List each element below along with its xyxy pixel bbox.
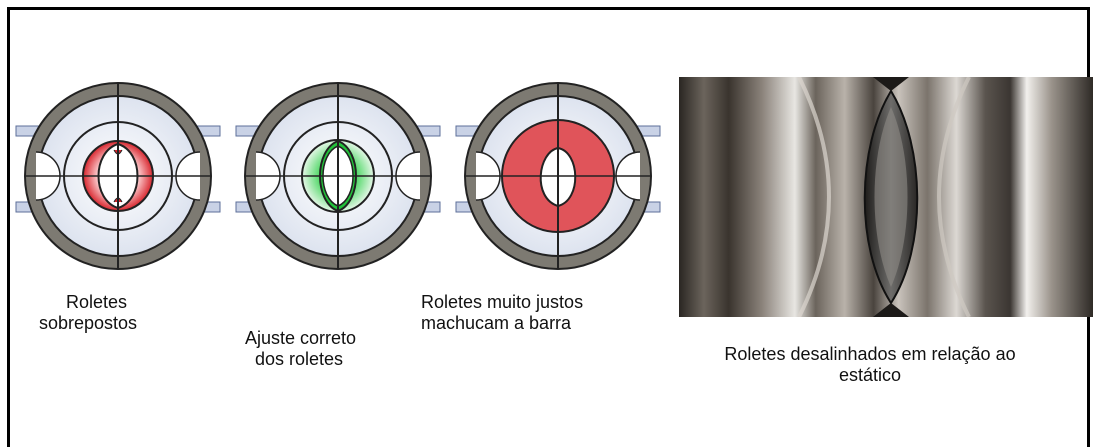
caption-overlapping-line2: sobrepostos: [39, 313, 138, 333]
misaligned-rollers-photo: [679, 77, 1093, 317]
too-tight-rollers-diagram: [455, 82, 661, 270]
overlapping-rollers-diagram: [15, 82, 221, 270]
caption-too-tight: Roletes muito justos machucam a barra: [421, 292, 583, 334]
caption-overlapping-line1: Roletes: [66, 292, 128, 312]
caption-correct-line2: dos roletes: [255, 349, 344, 369]
caption-misaligned: Roletes desalinhados em relação ao estát…: [690, 344, 1050, 386]
caption-too-tight-line1: Roletes muito justos: [421, 292, 584, 312]
caption-correct: Ajuste correto dos roletes: [245, 328, 356, 370]
caption-overlapping: Roletes sobrepostos: [39, 292, 137, 334]
caption-too-tight-line2: machucam a barra: [421, 313, 572, 333]
caption-misaligned-line1: Roletes desalinhados em relação ao: [724, 344, 1016, 364]
caption-misaligned-line2: estático: [838, 365, 902, 385]
correct-adjustment-diagram: [235, 82, 441, 270]
caption-correct-line1: Ajuste correto: [245, 328, 357, 348]
